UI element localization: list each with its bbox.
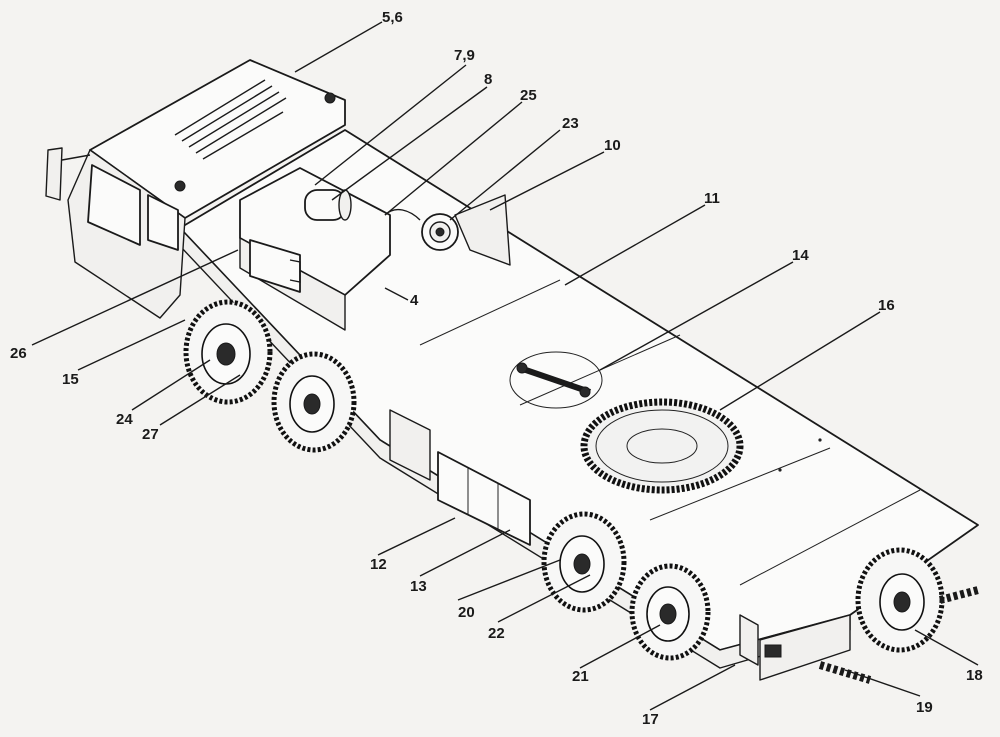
callout-10: 10 — [604, 137, 621, 154]
rear-axle-wheels — [541, 511, 945, 661]
cab — [45, 59, 346, 319]
callout-4: 4 — [410, 292, 419, 309]
callout-13: 13 — [410, 578, 427, 595]
drive-shaft — [509, 351, 603, 409]
callout-labels: 5,6 7,9 8 25 23 10 11 14 16 4 26 15 24 2… — [10, 9, 983, 728]
callout-11: 11 — [704, 190, 720, 207]
callout-17: 17 — [642, 711, 659, 728]
callout-27: 27 — [142, 426, 159, 443]
callout-16: 16 — [878, 297, 895, 314]
roof-vent-grille — [174, 79, 287, 160]
callout-12: 12 — [370, 556, 387, 573]
callout-15: 15 — [62, 371, 79, 388]
callout-22: 22 — [488, 625, 505, 642]
side-tool-boxes — [389, 409, 759, 666]
callout-24: 24 — [116, 411, 133, 428]
callout-18: 18 — [966, 667, 983, 684]
callout-26: 26 — [10, 345, 27, 362]
callout-20: 20 — [458, 604, 475, 621]
callout-23: 23 — [562, 115, 579, 132]
callout-8: 8 — [484, 71, 492, 88]
callout-7-9: 7,9 — [454, 47, 475, 64]
front-axle-wheels — [183, 299, 357, 453]
slewing-ring — [580, 398, 744, 494]
air-filter-assembly — [384, 194, 511, 266]
callout-5-6: 5,6 — [382, 9, 403, 26]
callout-19: 19 — [916, 699, 933, 716]
callout-14: 14 — [792, 247, 809, 264]
leader-lines — [31, 21, 979, 711]
callout-25: 25 — [520, 87, 537, 104]
callout-21: 21 — [572, 668, 589, 685]
engine-module — [239, 167, 391, 331]
rear-towing-hitch — [759, 586, 980, 684]
